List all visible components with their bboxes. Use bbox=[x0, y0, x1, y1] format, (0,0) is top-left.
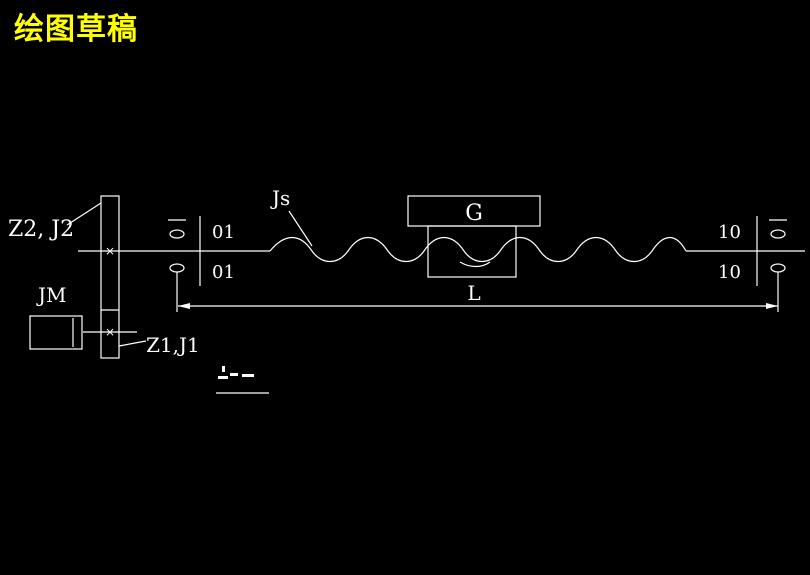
dimension-arrow-right bbox=[766, 303, 778, 309]
label-jm: JM bbox=[36, 283, 67, 307]
label-z2-j2: Z2, J2 bbox=[8, 217, 74, 242]
bearing-left-bottom: 01 bbox=[212, 262, 235, 283]
gear-mark-upper: × bbox=[105, 244, 115, 258]
bearing-right-bottom: 10 bbox=[718, 262, 741, 283]
bearing-left-top: 01 bbox=[212, 222, 235, 243]
z1-leader bbox=[118, 340, 147, 347]
motor bbox=[29, 315, 83, 350]
right-bearing-top bbox=[770, 229, 786, 239]
js-leader bbox=[288, 210, 313, 247]
right-bearing-bottom bbox=[770, 263, 786, 273]
gear-mark-lower: × bbox=[105, 325, 115, 339]
page-title: 绘图草稿 bbox=[14, 12, 138, 47]
label-js: Js bbox=[270, 186, 290, 210]
label-length: L bbox=[467, 281, 480, 305]
sketch-mark bbox=[218, 376, 228, 379]
nut-block bbox=[427, 225, 517, 278]
label-load: G bbox=[465, 201, 483, 226]
left-bearing-bottom bbox=[169, 263, 185, 273]
gear-column bbox=[100, 195, 120, 359]
z2-leader bbox=[66, 202, 102, 226]
sketch-mark bbox=[230, 373, 238, 376]
label-z1-j1: Z1,J1 bbox=[146, 333, 200, 357]
sketch-mark bbox=[242, 374, 254, 377]
sketch-mark bbox=[222, 366, 225, 372]
lead-screw bbox=[269, 236, 687, 263]
dimension-arrow-left bbox=[178, 303, 190, 309]
bearing-right-top: 10 bbox=[718, 222, 741, 243]
nut-arc bbox=[459, 261, 491, 268]
left-bearing-top bbox=[169, 229, 185, 239]
